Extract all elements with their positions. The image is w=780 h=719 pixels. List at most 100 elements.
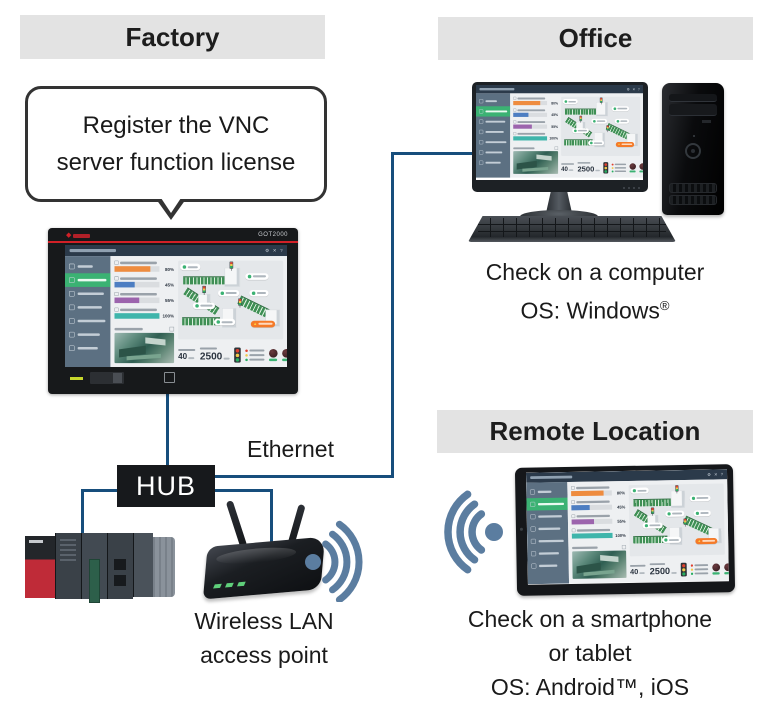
status-pill [611, 106, 630, 112]
sidebar-item [65, 287, 110, 301]
kpi-bar-purple: 55% [571, 513, 626, 525]
hmi-dashboard-screen: ⚙✕? 80% 45% 55% [65, 245, 287, 367]
plc-power-module [25, 536, 55, 598]
line-hub-to-router-h [213, 489, 273, 492]
dashboard-title-placeholder [530, 475, 573, 480]
expand-icon [554, 146, 559, 150]
menu-icon [69, 290, 75, 297]
wlan-caption: Wireless LAN access point [194, 608, 334, 668]
signal-light [599, 97, 603, 105]
mitsubishi-logo: ◆ [66, 232, 91, 239]
gear-icon: ⚙ [707, 472, 711, 477]
conveyor [565, 108, 597, 115]
kpi-column: 80% 45% 55% 100% [571, 485, 627, 580]
camera-footage-image [114, 332, 175, 364]
signal-light [202, 285, 206, 295]
tower-vent [669, 195, 717, 205]
stack-light [680, 562, 687, 577]
factory-floor-map: ▲ [628, 483, 725, 557]
dashboard-sidebar [65, 256, 111, 367]
alert-pill: ▲ [250, 320, 276, 328]
dashboard-title-placeholder [69, 249, 117, 253]
kpi-column: 80% 45% 55% 100% [114, 260, 175, 365]
conveyor [183, 276, 226, 285]
router-antenna-left [225, 500, 248, 548]
gauge-knob [639, 163, 643, 173]
menu-icon [529, 489, 536, 495]
gauge-knob [268, 349, 278, 362]
menu-icon [531, 551, 537, 557]
sidebar-item [527, 535, 568, 548]
menu-icon [69, 304, 75, 311]
menu-icon [530, 538, 536, 544]
gauge-knob [711, 563, 720, 575]
tablet-camera [519, 527, 523, 531]
menu-icon [530, 514, 536, 520]
hmi-dashboard-screen: ⚙✕? 80% 45% 55% [476, 85, 643, 178]
tablet-device: ⚙✕? 80% 45% 55% [514, 464, 736, 596]
status-pill [192, 302, 216, 309]
kpi-bar-blue: 45% [571, 499, 626, 511]
sidebar-item [476, 96, 510, 106]
metric-major: 2500 [649, 563, 677, 577]
kpi-bar-blue: 45% [114, 276, 175, 288]
dashboard-titlebar: ⚙✕? [65, 245, 287, 257]
alert-pill: ▲ [695, 537, 718, 545]
hmi-screen: ⚙✕? 80% 45% 55% [65, 245, 287, 367]
machine [670, 490, 686, 509]
signal-light [229, 261, 234, 271]
sidebar-item [65, 314, 110, 328]
status-pill [213, 318, 236, 326]
legend [245, 349, 265, 361]
kpi-bar-blue: 45% [513, 108, 559, 117]
line-hub-to-ethernet [213, 475, 394, 478]
line-hub-to-plc-h [81, 489, 119, 492]
keyboard [468, 216, 676, 242]
kpi-bar-teal: 100% [513, 132, 559, 141]
machine [224, 267, 241, 287]
sidebar-item [65, 328, 110, 342]
office-monitor: ⚙✕? 80% 45% 55% [472, 82, 648, 192]
sidebar-item [476, 117, 510, 127]
menu-icon [479, 129, 484, 135]
stack-light [233, 347, 241, 363]
camera-footage-image [513, 151, 559, 174]
menu-icon [530, 501, 536, 507]
metric-minor: 40 [561, 163, 575, 173]
got-hmi-panel: ◆ GOT2000 ⚙✕? 80% 45 [48, 228, 298, 394]
kpi-value: 100% [549, 136, 559, 141]
close-icon: ✕ [714, 471, 718, 477]
tablet-screen: ⚙✕? 80% 45% 55% [525, 469, 729, 585]
status-pill [614, 118, 630, 124]
legend [611, 163, 626, 173]
kpi-value: 45% [617, 504, 626, 510]
kpi-value: 45% [551, 112, 559, 117]
camera-footage-image [572, 550, 627, 579]
dashboard-sidebar [526, 482, 570, 585]
power-button [685, 143, 701, 159]
line-hub-to-router-v [270, 489, 273, 565]
metric-major: 2500 [577, 162, 600, 173]
office-section-header: Office [438, 17, 753, 60]
warning-icon: ▲ [697, 538, 702, 543]
camera-panel [114, 326, 175, 364]
status-pill [642, 522, 663, 529]
sidebar-item [476, 137, 510, 147]
hmi-red-stripe [48, 241, 298, 243]
status-pill [630, 487, 649, 494]
dashboard-titlebar: ⚙✕? [476, 85, 643, 94]
metrics-strip: 40 2500 [629, 559, 729, 580]
desktop-tower [662, 83, 724, 215]
legend [690, 564, 709, 575]
kpi-bar-orange: 80% [114, 260, 175, 272]
sidebar-item [65, 341, 110, 355]
sidebar-item [527, 547, 568, 560]
monitor-screen: ⚙✕? 80% 45% 55% [476, 85, 643, 180]
close-icon: ✕ [272, 247, 277, 253]
kpi-value: 80% [164, 266, 175, 272]
kpi-value: 45% [164, 282, 175, 288]
ethernet-label: Ethernet [247, 436, 334, 462]
sidebar-item [476, 127, 510, 137]
plc-terminal-block [89, 559, 100, 603]
